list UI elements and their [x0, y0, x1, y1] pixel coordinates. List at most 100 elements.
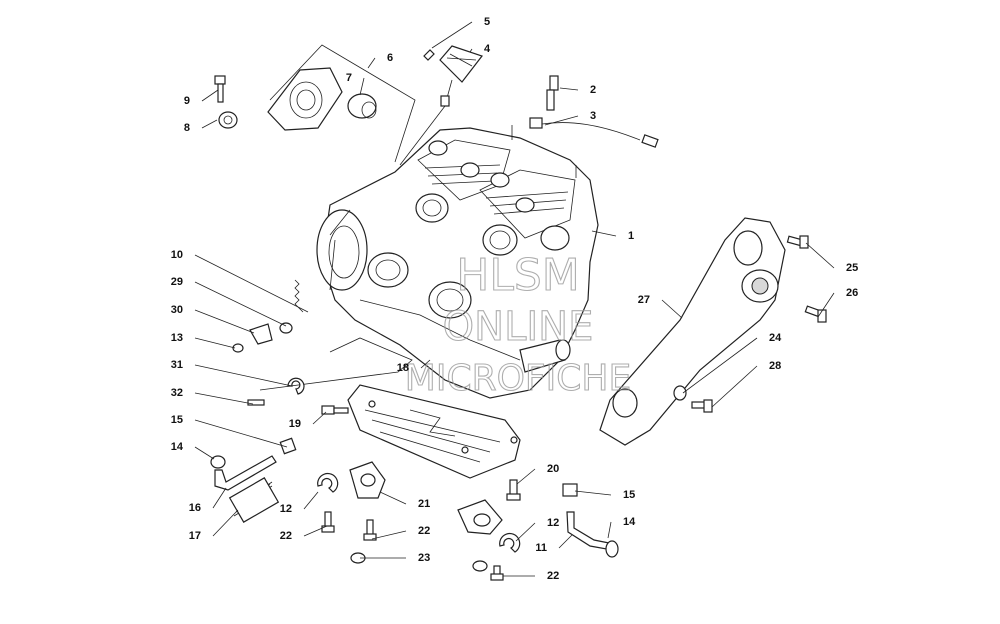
callout-number[interactable]: 13 — [171, 332, 183, 344]
callout-c12b[interactable]: 12 — [515, 517, 559, 542]
callout-number[interactable]: 11 — [535, 542, 547, 554]
callout-c27[interactable]: 27 — [638, 294, 683, 319]
callout-leader — [201, 119, 218, 129]
callout-number[interactable]: 2 — [590, 84, 596, 96]
callout-leader — [194, 364, 293, 387]
callout-c3[interactable]: 3 — [544, 110, 596, 126]
callout-c15b[interactable]: 15 — [574, 489, 635, 501]
callout-leader — [805, 242, 835, 269]
callout-c26[interactable]: 26 — [817, 287, 858, 318]
callout-layer: 1234567891011121213141415151617181920212… — [171, 16, 859, 582]
callout-number[interactable]: 10 — [171, 249, 183, 261]
callout-number[interactable]: 28 — [769, 360, 781, 372]
callout-leader — [359, 77, 365, 96]
callout-number[interactable]: 14 — [623, 516, 636, 528]
callout-number[interactable]: 27 — [638, 294, 650, 306]
callout-c29[interactable]: 29 — [171, 276, 287, 327]
callout-c14a[interactable]: 14 — [171, 441, 215, 460]
callout-c12a[interactable]: 12 — [280, 491, 319, 515]
callout-c15a[interactable]: 15 — [171, 414, 288, 448]
callout-leader — [212, 487, 227, 509]
watermark-line-2: ONLINE — [443, 304, 594, 350]
callout-number[interactable]: 20 — [547, 463, 559, 475]
callout-number[interactable]: 32 — [171, 387, 183, 399]
callout-leader — [544, 115, 579, 126]
callout-number[interactable]: 12 — [280, 503, 292, 515]
callout-c6[interactable]: 6 — [367, 52, 393, 69]
callout-number[interactable]: 6 — [387, 52, 393, 64]
callout-c21[interactable]: 21 — [379, 491, 430, 510]
callout-number[interactable]: 9 — [184, 95, 190, 107]
callout-leader — [574, 490, 612, 496]
callout-c31[interactable]: 31 — [171, 359, 293, 387]
callout-number[interactable]: 17 — [189, 530, 201, 542]
callout-number[interactable]: 24 — [769, 332, 782, 344]
callout-c11[interactable]: 11 — [535, 534, 573, 554]
callout-c1[interactable]: 1 — [591, 230, 634, 242]
callout-c28[interactable]: 28 — [711, 360, 781, 408]
callout-number[interactable]: 26 — [846, 287, 858, 299]
callout-number[interactable]: 5 — [484, 16, 490, 28]
motor-mount-left — [349, 461, 386, 499]
callout-number[interactable]: 25 — [846, 262, 858, 274]
callout-c17[interactable]: 17 — [189, 509, 239, 542]
callout-number[interactable]: 15 — [171, 414, 183, 426]
callout-c5[interactable]: 5 — [431, 16, 490, 49]
recoil-starter-housing — [267, 67, 343, 131]
callout-number[interactable]: 14 — [171, 441, 184, 453]
callout-c32[interactable]: 32 — [171, 387, 254, 405]
callout-c23[interactable]: 23 — [360, 552, 430, 564]
callout-leader — [194, 446, 215, 460]
callout-number[interactable]: 22 — [418, 525, 430, 537]
callout-number[interactable]: 1 — [628, 230, 634, 242]
callout-c10[interactable]: 10 — [171, 249, 309, 313]
callout-c9[interactable]: 9 — [184, 89, 219, 107]
callout-number[interactable]: 12 — [547, 517, 559, 529]
assembly-bracket-6 — [269, 44, 416, 163]
watermark-line-3: MICROFICHE — [405, 358, 631, 399]
coolant-fitting-15b — [562, 483, 578, 497]
callout-number[interactable]: 22 — [547, 570, 559, 582]
callout-c8[interactable]: 8 — [184, 119, 218, 134]
callout-c22c[interactable]: 22 — [503, 570, 559, 582]
callout-c14b[interactable]: 14 — [607, 516, 636, 539]
callout-c19[interactable]: 19 — [289, 411, 327, 430]
callout-number[interactable]: 29 — [171, 276, 183, 288]
clamp-31 — [287, 377, 305, 395]
callout-leader — [431, 21, 473, 49]
callout-c2[interactable]: 2 — [559, 84, 596, 96]
callout-number[interactable]: 4 — [484, 43, 491, 55]
callout-leader — [194, 392, 254, 405]
callout-leader — [817, 292, 835, 318]
callout-number[interactable]: 8 — [184, 122, 190, 134]
callout-number[interactable]: 19 — [289, 418, 301, 430]
callout-c24[interactable]: 24 — [682, 332, 782, 394]
callout-number[interactable]: 18 — [397, 362, 409, 374]
callout-c18[interactable]: 18 — [397, 359, 431, 374]
callout-number[interactable]: 16 — [189, 502, 201, 514]
callout-number[interactable]: 30 — [171, 304, 183, 316]
callout-number[interactable]: 31 — [171, 359, 183, 371]
callout-c7[interactable]: 7 — [346, 72, 365, 96]
callout-leader — [194, 309, 255, 334]
callout-number[interactable]: 3 — [590, 110, 596, 122]
callout-number[interactable]: 7 — [346, 72, 352, 84]
callout-leader — [661, 299, 683, 319]
callout-c22a[interactable]: 22 — [280, 525, 328, 542]
callout-leader — [312, 411, 327, 425]
callout-c30[interactable]: 30 — [171, 304, 255, 334]
callout-c25[interactable]: 25 — [805, 242, 858, 274]
callout-number[interactable]: 21 — [418, 498, 430, 510]
callout-c16[interactable]: 16 — [189, 487, 227, 514]
engine-block — [316, 125, 599, 399]
callout-c4[interactable]: 4 — [469, 43, 491, 55]
callout-c13[interactable]: 13 — [171, 332, 236, 349]
callout-c20[interactable]: 20 — [516, 463, 559, 485]
callout-number[interactable]: 15 — [623, 489, 635, 501]
hose-16 — [214, 455, 277, 491]
callout-c22b[interactable]: 22 — [371, 525, 430, 540]
watermark: HLSM ONLINE MICROFICHE — [404, 249, 632, 399]
callout-number[interactable]: 22 — [280, 530, 292, 542]
clamp-left — [317, 472, 339, 493]
callout-number[interactable]: 23 — [418, 552, 430, 564]
